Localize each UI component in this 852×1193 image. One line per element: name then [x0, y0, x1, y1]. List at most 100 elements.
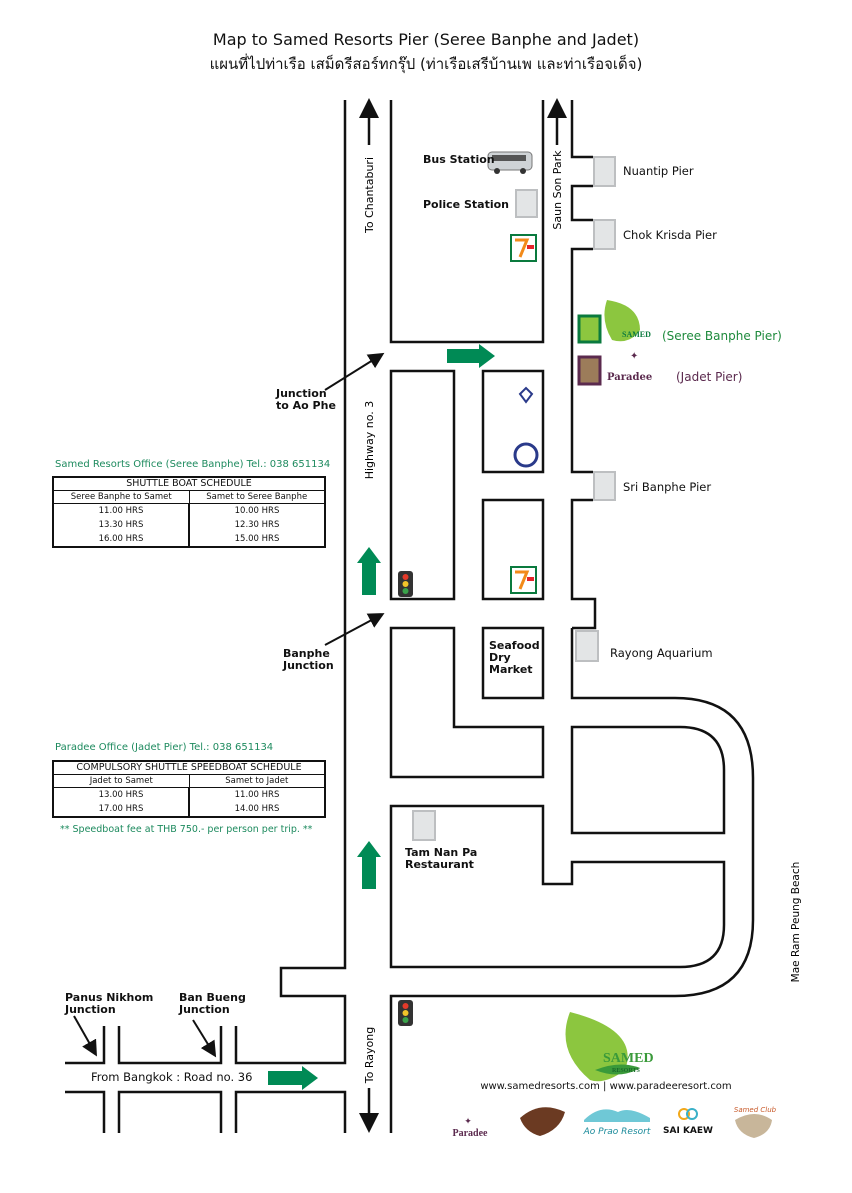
departure-time: 11.00 HRS	[52, 503, 190, 518]
junction-pointer-icon	[73, 1015, 97, 1057]
seafood-line: Market	[489, 663, 533, 676]
junction-line: Junction	[283, 659, 334, 672]
nuantip-pier-label: Nuantip Pier	[623, 164, 694, 178]
ao-prao-resort-logo: Ao Prao Resort	[583, 1109, 651, 1137]
map-title-thai: แผนที่ไปท่าเรือ เสม็ดรีสอร์ทกรุ๊ป (ท่าเร…	[209, 55, 643, 73]
bank-logo-icon	[513, 442, 539, 468]
police-station-label: Police Station	[423, 198, 509, 211]
departure-time: 15.00 HRS	[188, 532, 326, 547]
banphe-junction-label: Banphe Junction	[283, 648, 334, 672]
rayong-aquarium-marker	[575, 630, 599, 662]
rayong-aquarium-label: Rayong Aquarium	[610, 646, 713, 660]
svg-text:RESORTS: RESORTS	[612, 1068, 640, 1074]
svg-text:Ao Prao Resort: Ao Prao Resort	[583, 1127, 651, 1137]
bus-icon	[487, 151, 533, 174]
column-header: Samet to Jadet	[188, 774, 326, 788]
seven-eleven-icon	[510, 234, 537, 262]
speedboat-office-contact: Paradee Office (Jadet Pier) Tel.: 038 65…	[55, 742, 274, 753]
departure-time: 12.30 HRS	[188, 518, 326, 532]
junction-line: Junction	[65, 1003, 116, 1016]
ao-phe-junction-label: Junction to Ao Phe	[276, 388, 336, 412]
junction-line: Ban Bueng	[179, 991, 246, 1004]
departure-time: 16.00 HRS	[52, 532, 190, 547]
highway-label: Highway no. 3	[363, 401, 376, 480]
chok-krisda-pier-label: Chok Krisda Pier	[623, 228, 717, 242]
svg-text:Paradee: Paradee	[453, 1128, 489, 1139]
paradee-logo-text: Paradee	[607, 372, 653, 383]
departure-time: 13.00 HRS	[52, 787, 190, 802]
seafood-line: Dry	[489, 651, 511, 664]
tam-nan-pa-line: Restaurant	[405, 858, 474, 871]
departure-time: 17.00 HRS	[52, 802, 190, 817]
nuantip-pier-marker	[593, 156, 616, 187]
svg-text:Samed Club: Samed Club	[734, 1106, 777, 1114]
police-station-marker	[515, 189, 538, 218]
sai-kaew-logo: SAI KAEW	[663, 1108, 713, 1136]
shuttle-office-contact: Samed Resorts Office (Seree Banphe) Tel.…	[55, 459, 331, 470]
column-header: Samet to Seree Banphe	[188, 490, 326, 504]
column-header: Seree Banphe to Samet	[52, 490, 190, 504]
saun-son-park-label: Saun Son Park	[551, 150, 564, 230]
paradee-logo: ✦ Paradee	[453, 1117, 489, 1139]
tam-nan-pa-label: Tam Nan Pa Restaurant	[405, 847, 477, 871]
le-vimarn-logo	[520, 1107, 565, 1136]
seree-banphe-pier-marker	[577, 314, 602, 344]
sri-banphe-pier-marker	[593, 471, 616, 501]
green-arrow-up-icon	[357, 547, 381, 595]
website-links: www.samedresorts.com | www.paradeeresort…	[480, 1081, 732, 1092]
departure-time: 14.00 HRS	[188, 802, 326, 817]
map-title: Map to Samed Resorts Pier (Seree Banphe …	[212, 30, 640, 49]
road-outlines	[65, 100, 755, 1133]
junction-pointer-icon	[324, 613, 385, 646]
svg-text:SAI KAEW: SAI KAEW	[663, 1126, 713, 1136]
beach-label: Mae Ram Peung Beach	[790, 862, 802, 983]
ban-bueng-junction-label: Ban Bueng Junction	[179, 992, 246, 1016]
green-arrow-up-icon	[357, 841, 381, 889]
junction-line: Junction	[179, 1003, 230, 1016]
traffic-light-icon	[398, 1000, 413, 1026]
traffic-light-icon	[398, 571, 413, 597]
junction-pointer-icon	[324, 352, 385, 391]
junction-line: to Ao Phe	[276, 399, 336, 412]
samed-resorts-logo: SAMED RESORTS	[565, 1012, 654, 1082]
speedboat-fee-note: ** Speedboat fee at THB 750.- per person…	[60, 824, 313, 835]
samed-club-logo: Samed Club	[734, 1106, 777, 1138]
road-36-label: From Bangkok : Road no. 36	[91, 1070, 253, 1084]
jadet-pier-label: (Jadet Pier)	[676, 370, 743, 384]
schedule-title: COMPULSORY SHUTTLE SPEEDBOAT SCHEDULE	[52, 760, 326, 775]
shuttle-schedule-table: SHUTTLE BOAT SCHEDULE Seree Banphe to Sa…	[52, 476, 326, 548]
svg-text:✦: ✦	[464, 1117, 472, 1127]
junction-line: Banphe	[283, 647, 330, 660]
junction-line: Junction	[276, 387, 327, 400]
seafood-market-label: Seafood Dry Market	[489, 640, 540, 676]
svg-text:SAMED: SAMED	[622, 330, 651, 339]
to-rayong-label: To Rayong	[363, 1027, 376, 1084]
column-header: Jadet to Samet	[52, 774, 190, 788]
panus-nikhom-junction-label: Panus Nikhom Junction	[65, 992, 153, 1016]
departure-time: 11.00 HRS	[188, 787, 326, 802]
green-arrow-right-icon	[268, 1066, 318, 1090]
schedule-title: SHUTTLE BOAT SCHEDULE	[52, 476, 326, 491]
tam-nan-pa-marker	[412, 810, 436, 841]
junction-line: Panus Nikhom	[65, 991, 154, 1004]
seven-eleven-icon	[510, 566, 537, 594]
samed-resorts-logo	[604, 300, 640, 342]
bank-logo-icon	[518, 386, 534, 404]
departure-time: 10.00 HRS	[188, 503, 326, 518]
chok-krisda-pier-marker	[593, 219, 616, 250]
speedboat-schedule-table: COMPULSORY SHUTTLE SPEEDBOAT SCHEDULE Ja…	[52, 760, 326, 818]
departure-time: 13.30 HRS	[52, 518, 190, 532]
jadet-pier-marker	[577, 355, 602, 386]
to-chantaburi-label: To Chantaburi	[363, 157, 376, 234]
seafood-line: Seafood	[489, 639, 540, 652]
paradee-logo-mark: ✦	[630, 351, 638, 362]
bus-station-label: Bus Station	[423, 153, 495, 166]
tam-nan-pa-line: Tam Nan Pa	[405, 846, 478, 859]
green-arrow-right-icon	[447, 344, 495, 368]
